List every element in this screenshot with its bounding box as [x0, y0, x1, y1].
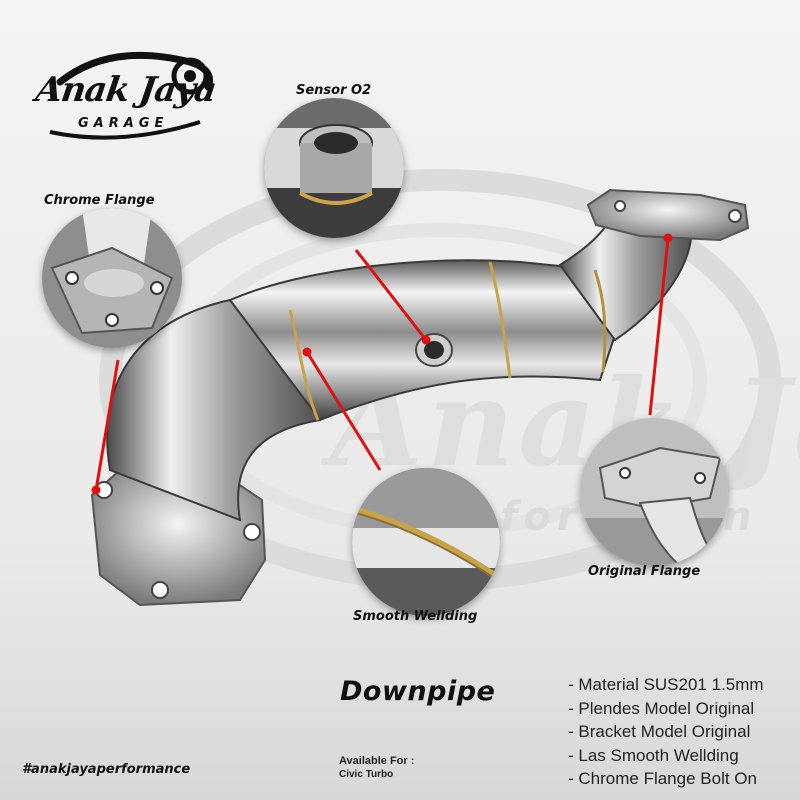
- spec-list: - Material SUS201 1.5mm - Plendes Model …: [568, 673, 764, 791]
- pointer-line-chrome-flange: [94, 359, 120, 491]
- brand-logo: Anak Jaya GARAGE: [30, 42, 230, 152]
- chrome-flange-detail-circle: [42, 208, 182, 348]
- available-for-label: Available For :: [339, 755, 415, 767]
- product-title: Downpipe: [340, 676, 496, 707]
- spec-item: - Las Smooth Wellding: [568, 745, 739, 765]
- welding-label: Smooth Wellding: [353, 609, 478, 624]
- spec-item: - Chrome Flange Bolt On: [568, 769, 757, 788]
- turbo-swirl-icon: [49, 51, 213, 140]
- available-for-value: Civic Turbo: [339, 769, 394, 780]
- spec-item: - Bracket Model Original: [568, 722, 751, 741]
- pointer-line-welding: [305, 351, 382, 471]
- sensor-detail-circle: [264, 98, 404, 238]
- original-flange: [586, 188, 750, 242]
- o2-sensor-bung: [415, 333, 453, 367]
- weld-seam-2: [488, 261, 512, 379]
- original-flange-detail-circle: [580, 418, 728, 566]
- spec-item: - Plendes Model Original: [568, 698, 755, 718]
- pointer-line-sensor: [354, 249, 428, 341]
- hashtag: #anakjayaperformance: [22, 762, 191, 777]
- pointer-line-original-flange: [648, 237, 670, 416]
- logo-sub-text: GARAGE: [78, 116, 169, 131]
- original-flange-label: Original Flange: [588, 564, 701, 579]
- weld-seam: [288, 309, 320, 421]
- spec-item: - Material SUS201 1.5mm: [568, 675, 764, 694]
- chrome-flange-label: Chrome Flange: [44, 193, 155, 208]
- welding-detail-circle: [352, 468, 500, 616]
- sensor-label: Sensor O2: [296, 83, 372, 98]
- weld-seam-3: [593, 269, 607, 373]
